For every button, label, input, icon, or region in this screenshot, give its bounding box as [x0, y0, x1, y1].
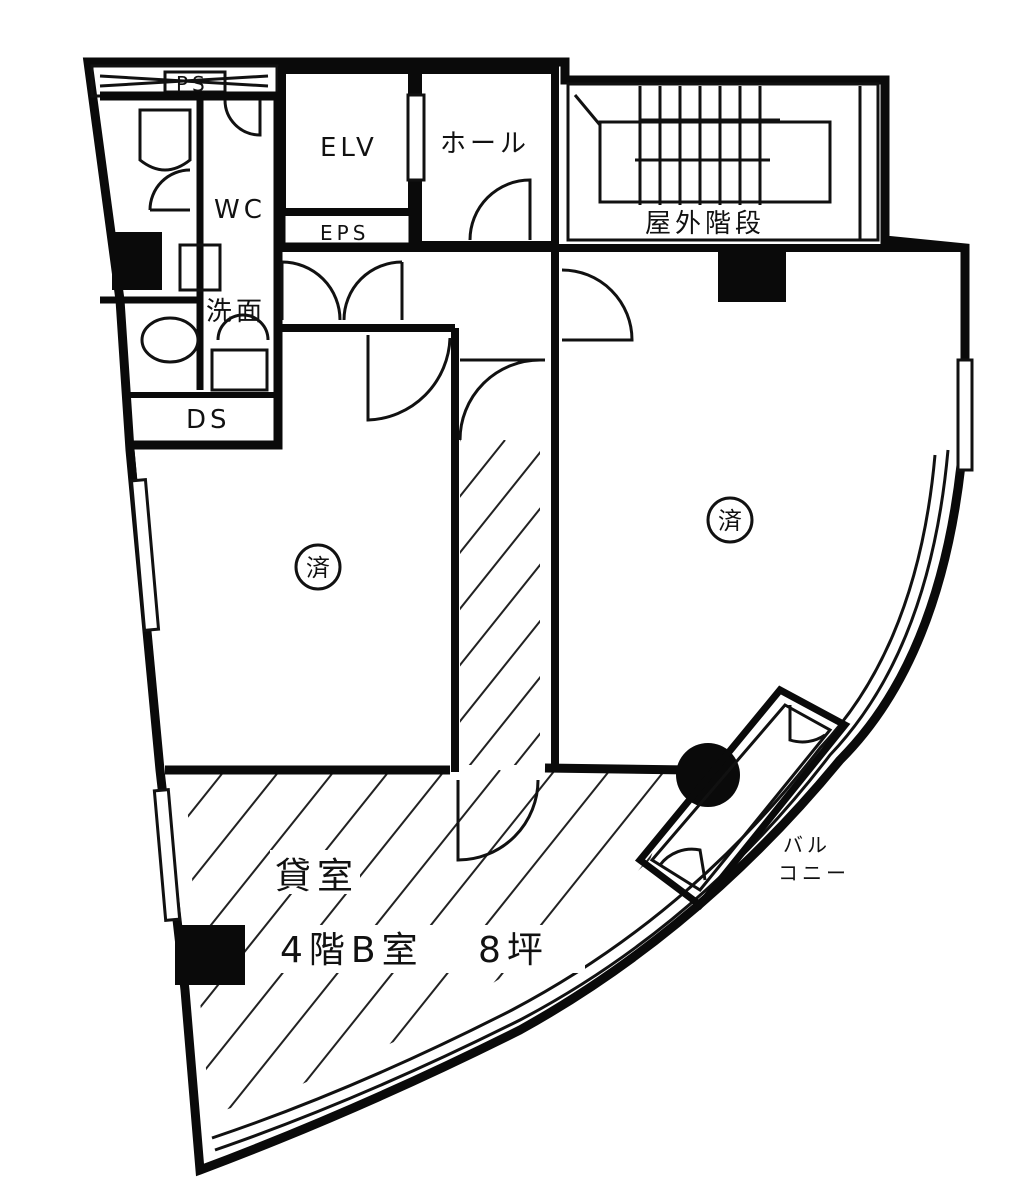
- balcony-label-1: バル: [783, 833, 831, 857]
- eps-label: EPS: [320, 221, 369, 245]
- hatch-line: [460, 619, 540, 723]
- hatch-line: [172, 769, 391, 1115]
- balcony-label-2: コニー: [778, 861, 850, 885]
- hatch-line: [460, 450, 540, 555]
- leased-mark-right: 済: [706, 496, 754, 544]
- area-label: 8坪: [478, 930, 549, 971]
- hatch-line: [460, 507, 540, 611]
- hatch-line: [468, 675, 540, 765]
- unit-label: 4階B室: [280, 930, 424, 971]
- outdoor-stairs-label: 屋外階段: [645, 209, 765, 239]
- column-ne: [112, 232, 162, 290]
- hatch-line: [460, 440, 506, 498]
- hatch-line: [0, 770, 170, 1120]
- hatch-line: [659, 769, 680, 1115]
- wc-label: WC: [214, 195, 266, 225]
- for-rent-label: 貸室: [275, 856, 359, 897]
- hall-label: ホール: [440, 129, 530, 159]
- ds-label: DS: [186, 405, 231, 435]
- hatch-line: [460, 440, 461, 442]
- svg-text:済: 済: [718, 507, 742, 535]
- hatch-line: [460, 563, 540, 667]
- svg-text:済: 済: [306, 554, 330, 582]
- hatch-line: [513, 732, 540, 765]
- leased-mark-left: 済: [294, 543, 342, 591]
- corridor-hatch: [460, 440, 865, 770]
- balcony: バル コニー: [634, 685, 851, 910]
- washroom-label: 洗面: [206, 297, 266, 327]
- hatch-line: [172, 769, 281, 1115]
- hatch-line: [601, 440, 865, 770]
- hatch-line: [556, 440, 820, 770]
- column-sw: [175, 925, 245, 985]
- elv-label: ELV: [320, 133, 378, 163]
- column-nw: [718, 250, 786, 302]
- outdoor-stairs: 屋外階段: [566, 82, 880, 242]
